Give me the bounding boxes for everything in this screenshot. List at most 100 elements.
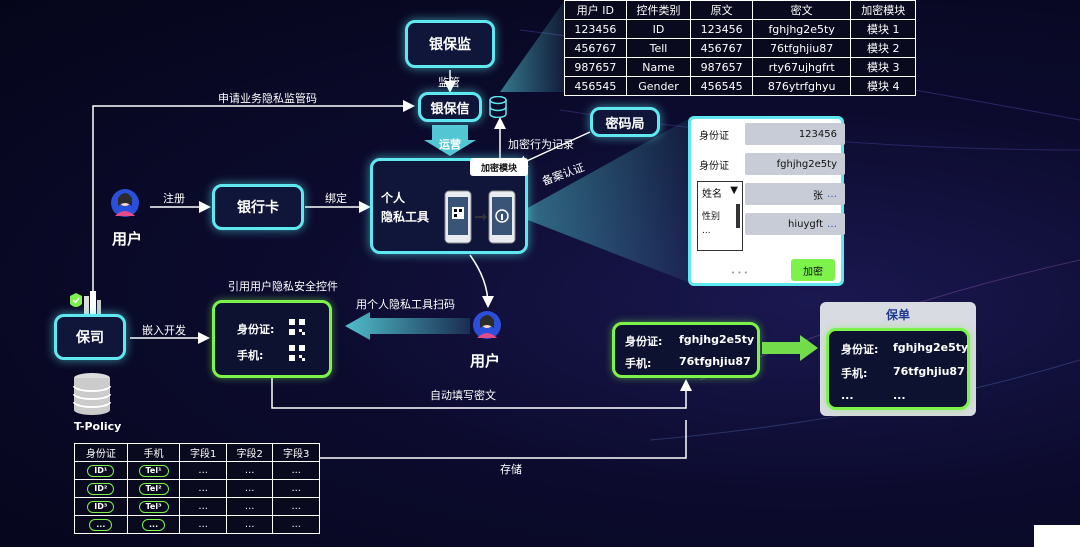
bank-card-node: 银行卡 [212,184,304,230]
id-pill: ... [89,518,113,531]
table-header-cell: 字段2 [225,443,274,462]
table-cell: ... [225,515,274,534]
cipher-id-label: 身份证: [625,335,663,348]
table-cell: Gender [625,76,692,96]
name-input-value: 张 [813,190,823,202]
table-cell: ID² [74,479,128,498]
id-pill: ID² [87,482,115,495]
autofill-label: 自动填写密文 [430,389,496,402]
caret-down-icon: ▼ [730,185,738,196]
table-cell: 987657 [564,57,627,77]
cipher-phone-label: 手机: [625,357,652,370]
policy-card: 保单 身份证: fghjhg2e5ty 手机: 76tfghjiu87 ... … [820,302,976,416]
policy-phone-label: 手机: [841,367,868,380]
table-cell: ... [272,461,320,480]
dropdown-option[interactable]: ... [702,226,711,236]
user-avatar-icon [110,188,140,220]
operate-label: 运营 [439,138,461,151]
table-cell: ... [179,497,227,516]
table-cell: Tel¹ [126,461,181,480]
qr-code-icon[interactable] [289,345,305,361]
privacy-tool-title-line1: 个人 [381,191,406,205]
table-cell: Tel³ [126,497,181,516]
table-row: ID¹ Tel¹ ... ... ... [74,461,320,480]
table-cell: ... [179,479,227,498]
gender-input-value: hiuygft [788,218,823,230]
cipher-autofill-box: 身份证: fghjhg2e5ty 手机: 76tfghjiu87 [612,322,760,378]
cryptography-bureau-node: 密码局 [590,107,660,137]
table-cell: fghjhg2e5ty [751,19,852,39]
table-header-cell: 字段1 [179,443,227,462]
field-type-dropdown[interactable]: 姓名 ▼ 性别 ... [697,181,743,251]
table-row: 456545 Gender 456545 876ytrfghyu 模块 4 [564,76,916,96]
register-label: 注册 [163,192,185,205]
id-input-cipher[interactable]: fghjhg2e5ty [745,153,845,175]
table-cell: ... [126,515,181,534]
policy-more-value: ... [893,389,906,402]
dropdown-option[interactable]: 性别 [702,212,721,222]
table-header-cell: 原文 [690,0,753,20]
table-cell: 76tfghjiu87 [751,38,852,58]
insurer-node: 保司 [54,314,126,360]
table-header-cell: 用户 ID [564,0,627,20]
table-cell: ... [179,461,227,480]
table-cell: 987657 [690,57,753,77]
table-row: 987657 Name 987657 rty67ujhgfrt 模块 3 [564,57,916,77]
table-row: ID³ Tel³ ... ... ... [74,497,320,516]
dropdown-scrollbar[interactable] [736,204,740,228]
user-avatar-icon [472,310,502,342]
tel-pill: Tel³ [138,500,169,513]
privacy-tool-title: 个人 隐私工具 [381,189,429,227]
table-header-row: 身份证 手机 字段1 字段2 字段3 [74,443,320,462]
table-cell: ID³ [74,497,128,516]
cbit-node: 银保信 [418,92,482,122]
policy-id-value: fghjhg2e5ty [893,341,969,354]
table-row: 456767 Tell 456767 76tfghjiu87 模块 2 [564,38,916,58]
privacy-form-panel: 身份证 123456 身份证 fghjhg2e5ty 姓名 ▼ 性别 ... 张… [688,116,845,286]
policy-more-label: ... [841,389,854,402]
table-cell: 模块 4 [850,76,916,96]
personal-privacy-tool-node: 个人 隐私工具 [370,158,528,254]
form-row-label: 身份证 [699,131,729,142]
table-row: 123456 ID 123456 fghjhg2e5ty 模块 1 [564,19,916,39]
table-cell: 456545 [564,76,627,96]
table-cell: Tel² [126,479,181,498]
name-input[interactable]: 张… [745,183,845,205]
table-header-cell: 身份证 [74,443,128,462]
encryption-records-table: 用户 ID 控件类别 原文 密文 加密模块 123456 ID 123456 f… [564,0,916,96]
table-cell: ... [272,479,320,498]
table-cell: ... [225,497,274,516]
tel-pill: Tel² [138,482,169,495]
corner-block [1034,525,1080,547]
table-cell: ID [625,19,692,39]
table-cell: rty67ujhgfrt [751,57,852,77]
table-row: ... ... ... ... ... [74,515,320,534]
gender-input[interactable]: hiuygft… [745,213,845,235]
policy-title: 保单 [885,307,910,322]
table-cell: 模块 1 [850,19,916,39]
bind-label: 绑定 [325,192,347,205]
embed-dev-label: 嵌入开发 [142,324,186,337]
table-cell: 模块 2 [850,38,916,58]
table-cell: ID¹ [74,461,128,480]
table-cell: ... [272,497,320,516]
table-cell: Name [625,57,692,77]
id-input-plain[interactable]: 123456 [745,123,845,145]
dropdown-selected[interactable]: 姓名 ▼ [698,182,742,203]
tpolicy-label: T-Policy [74,420,122,433]
encrypt-button[interactable]: 加密 [791,259,835,281]
dropdown-selected-text: 姓名 [702,189,722,200]
control-id-label: 身份证: [237,323,275,336]
tel-pill: ... [141,518,166,531]
table-cell: ... [74,515,128,534]
privacy-tool-title-line2: 隐私工具 [381,210,430,224]
table-header-cell: 控件类别 [625,0,692,20]
table-header-cell: 密文 [751,0,852,20]
control-phone-label: 手机: [237,349,264,362]
table-cell: 123456 [690,19,753,39]
table-header-cell: 字段3 [272,443,320,462]
tpolicy-storage-table: 身份证 手机 字段1 字段2 字段3 ID¹ Tel¹ ... ... ... … [74,443,320,534]
apply-code-label: 申请业务隐私监管码 [218,92,317,105]
qr-code-icon[interactable] [289,319,305,335]
